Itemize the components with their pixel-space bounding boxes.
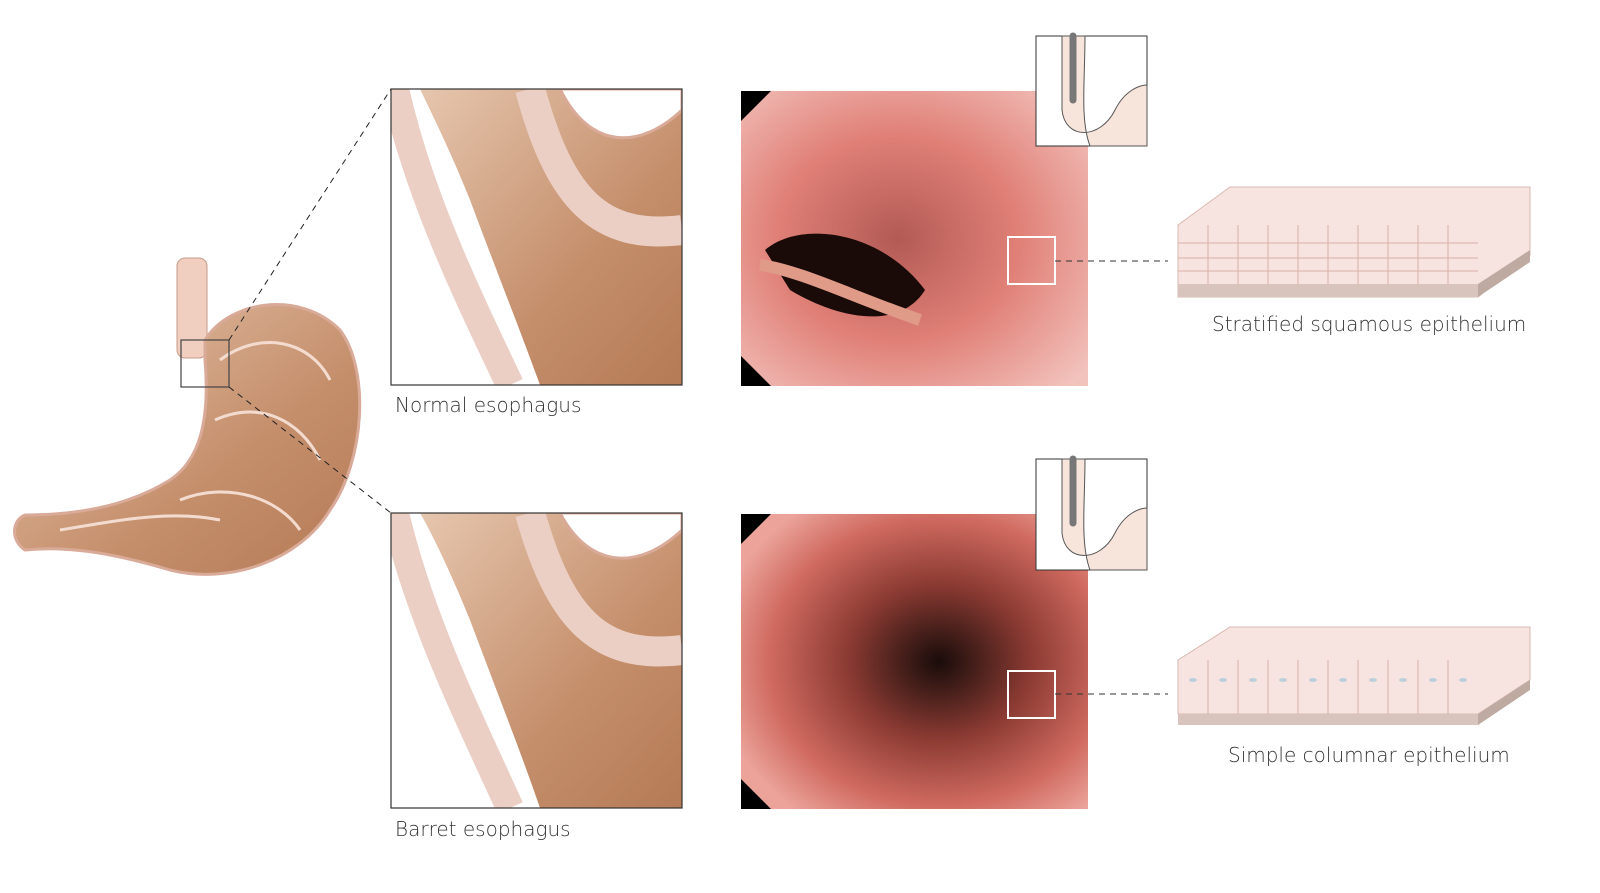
stomach-illustration: [13, 257, 362, 576]
squamous-epithelium-label: Stratified squamous epithelium: [1212, 312, 1527, 336]
normal-esophagus-illustration: [391, 89, 682, 385]
simple-columnar-epithelium-illustration: [1177, 626, 1531, 725]
barret-esophagus-label: Barret esophagus: [395, 817, 571, 841]
endoscopy-image-barret: [741, 514, 1088, 809]
normal-esophagus-label: Normal esophagus: [395, 393, 582, 417]
columnar-epithelium-label: Simple columnar epithelium: [1228, 743, 1510, 767]
endoscope-position-inset: [1035, 455, 1148, 571]
barret-esophagus-illustration: [391, 513, 682, 808]
stratified-squamous-epithelium-illustration: [1177, 186, 1531, 298]
endoscope-position-inset: [1035, 32, 1148, 147]
endoscopy-image-normal: [741, 91, 1088, 386]
dashed-connector: [228, 386, 392, 514]
dashed-connector: [228, 88, 392, 341]
zoom-region-box: [180, 339, 230, 388]
